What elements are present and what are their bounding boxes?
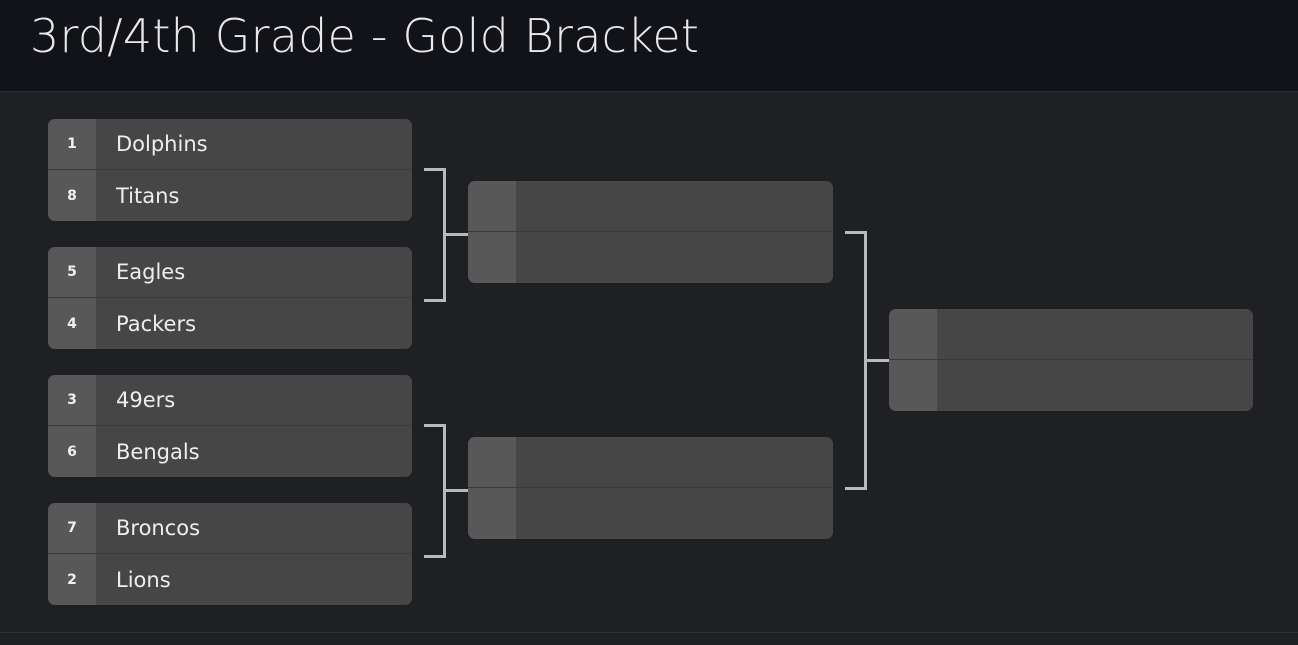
match-slot[interactable]: [889, 360, 1253, 411]
match-r1m4[interactable]: 7 Broncos 2 Lions: [48, 503, 412, 605]
connector-stub-top: [424, 168, 446, 171]
bracket-stage: 1 Dolphins 8 Titans 5 Eagles 4 Packers 3…: [0, 92, 1298, 633]
connector-stub-top: [845, 231, 867, 234]
match-slot[interactable]: 5 Eagles: [48, 247, 412, 298]
match-slot[interactable]: 7 Broncos: [48, 503, 412, 554]
match-r1m2[interactable]: 5 Eagles 4 Packers: [48, 247, 412, 349]
team-name: [937, 360, 1253, 411]
connector-r2-final: [845, 231, 891, 490]
team-name: [516, 437, 833, 487]
match-slot[interactable]: [468, 437, 833, 488]
seed-label: [889, 360, 937, 411]
seed-label: 6: [48, 426, 96, 477]
seed-label: 7: [48, 503, 96, 553]
team-name: Lions: [96, 554, 412, 605]
match-slot[interactable]: 8 Titans: [48, 170, 412, 221]
match-slot[interactable]: 3 49ers: [48, 375, 412, 426]
match-r3m1[interactable]: [889, 309, 1253, 411]
team-name: Packers: [96, 298, 412, 349]
match-slot[interactable]: [468, 232, 833, 283]
page-header: 3rd/4th Grade - Gold Bracket: [0, 0, 1298, 92]
team-name: [516, 232, 833, 283]
connector-stub-mid: [443, 489, 470, 492]
connector-r1-upper: [424, 168, 470, 302]
seed-label: 8: [48, 170, 96, 221]
team-name: Titans: [96, 170, 412, 221]
seed-label: 1: [48, 119, 96, 169]
team-name: Bengals: [96, 426, 412, 477]
team-name: [516, 181, 833, 231]
seed-label: [889, 309, 937, 359]
team-name: Eagles: [96, 247, 412, 297]
team-name: 49ers: [96, 375, 412, 425]
seed-label: [468, 232, 516, 283]
seed-label: [468, 437, 516, 487]
seed-label: 3: [48, 375, 96, 425]
seed-label: 5: [48, 247, 96, 297]
team-name: [937, 309, 1253, 359]
match-slot[interactable]: [889, 309, 1253, 360]
match-slot[interactable]: 1 Dolphins: [48, 119, 412, 170]
match-r1m1[interactable]: 1 Dolphins 8 Titans: [48, 119, 412, 221]
team-name: [516, 488, 833, 539]
match-slot[interactable]: [468, 181, 833, 232]
match-slot[interactable]: 4 Packers: [48, 298, 412, 349]
page-title: 3rd/4th Grade - Gold Bracket: [30, 9, 700, 63]
seed-label: [468, 488, 516, 539]
connector-stub-bottom: [424, 299, 446, 302]
match-r2m1[interactable]: [468, 181, 833, 283]
match-slot[interactable]: 6 Bengals: [48, 426, 412, 477]
connector-stub-mid: [443, 233, 470, 236]
connector-stub-bottom: [424, 555, 446, 558]
connector-stub-top: [424, 424, 446, 427]
match-slot[interactable]: [468, 488, 833, 539]
connector-stub-bottom: [845, 487, 867, 490]
connector-stub-mid: [864, 359, 891, 362]
match-r2m2[interactable]: [468, 437, 833, 539]
seed-label: 2: [48, 554, 96, 605]
team-name: Broncos: [96, 503, 412, 553]
match-slot[interactable]: 2 Lions: [48, 554, 412, 605]
connector-r1-lower: [424, 424, 470, 558]
team-name: Dolphins: [96, 119, 412, 169]
seed-label: 4: [48, 298, 96, 349]
match-r1m3[interactable]: 3 49ers 6 Bengals: [48, 375, 412, 477]
seed-label: [468, 181, 516, 231]
